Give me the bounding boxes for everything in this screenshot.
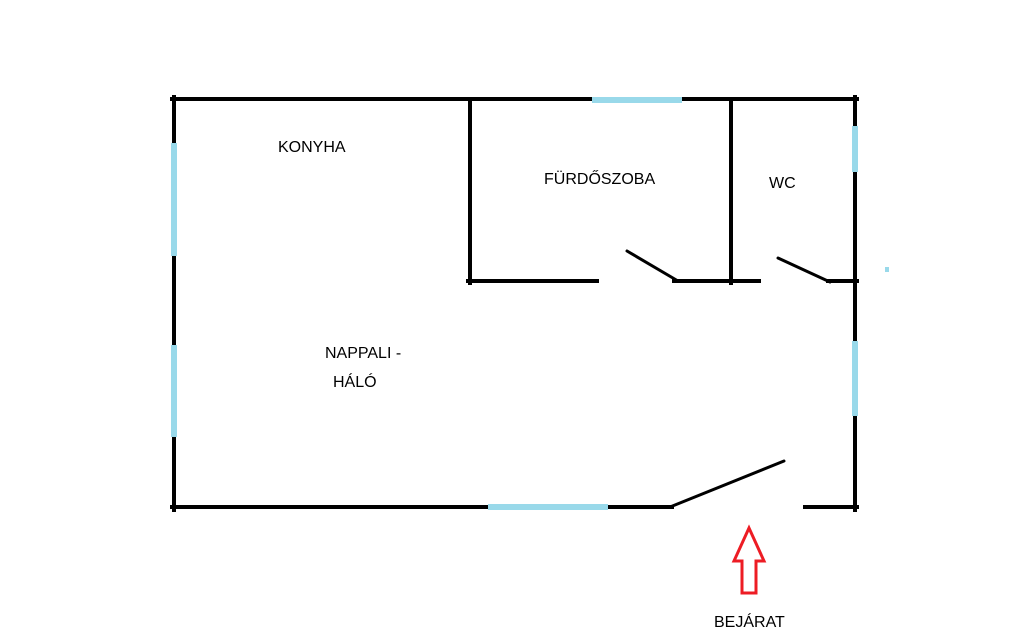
outer-walls (170, 95, 859, 512)
door-bathroom (625, 249, 680, 283)
door-wc (776, 256, 832, 284)
windows (171, 97, 889, 510)
label-bathroom: FÜRDŐSZOBA (544, 169, 655, 188)
label-kitchen: KONYHA (278, 139, 346, 156)
entrance-arrow-icon (731, 524, 767, 595)
window-dot (885, 267, 889, 272)
doors (625, 249, 832, 509)
label-entrance: BEJÁRAT (714, 612, 785, 631)
label-living-line1: NAPPALI - (325, 345, 401, 362)
door-entrance (668, 459, 786, 509)
label-wc: WC (769, 175, 796, 192)
interior-walls (466, 97, 859, 285)
label-living-line2: HÁLÓ (333, 372, 377, 391)
